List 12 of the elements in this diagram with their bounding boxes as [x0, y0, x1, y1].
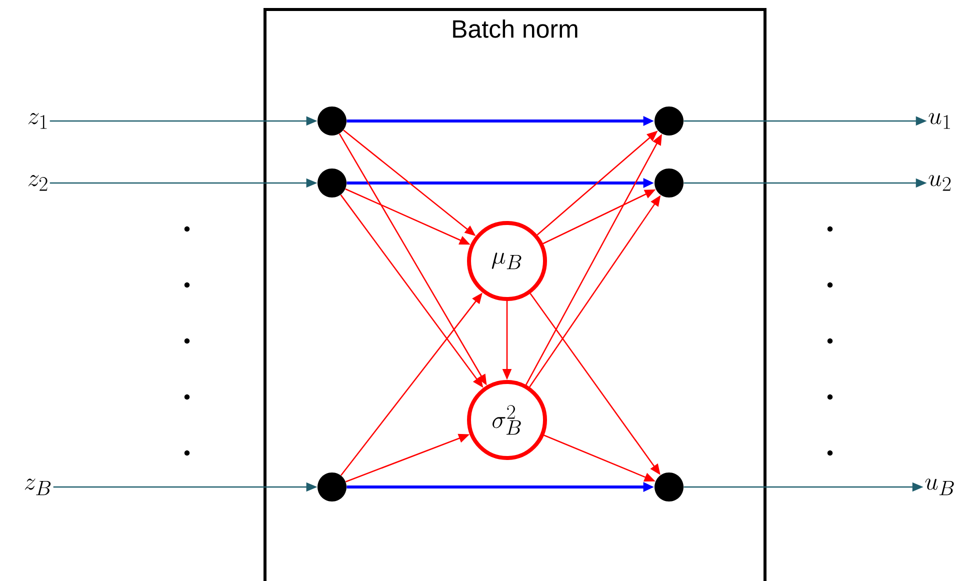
dot — [318, 106, 346, 136]
variable-label: $u_{2}$ — [928, 175, 951, 191]
dot — [654, 168, 684, 198]
variable-label: $u_{B}$ — [925, 478, 954, 496]
dot — [318, 168, 346, 198]
variable-label: $z_{B}$ — [24, 478, 51, 496]
dot — [654, 472, 684, 502]
dot — [318, 472, 346, 502]
variable-label: $z_{1}$ — [28, 113, 47, 129]
variable-label: $u_{1}$ — [928, 113, 950, 129]
dot — [654, 106, 684, 136]
variable-label: $z_{2}$ — [28, 175, 48, 191]
